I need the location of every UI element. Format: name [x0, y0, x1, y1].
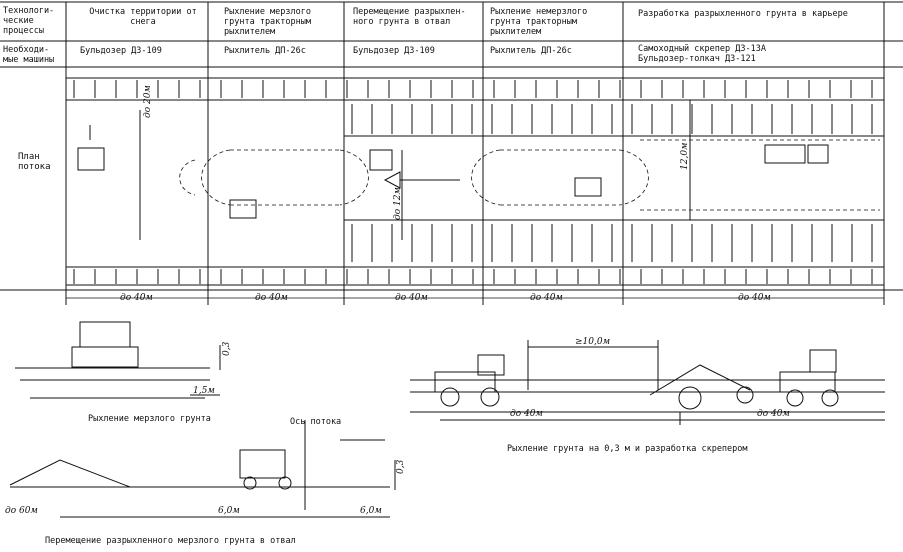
moving-dim-right: 6,0м — [360, 506, 382, 516]
plan-dim-12-0: 12,0м — [680, 142, 690, 170]
machine-2: Рыхлитель ДП-26с — [224, 46, 306, 56]
loosening-sketch — [15, 321, 221, 399]
row-label-plan: План потока — [18, 152, 51, 172]
process-5: Разработка разрыхленного грунта в карьер… — [638, 9, 848, 19]
plan-dim-12: до 12м — [393, 187, 403, 220]
process-1: Очистка территории от снега — [89, 7, 197, 27]
machine-5: Самоходный скрепер ДЗ-13А Бульдозер-толк… — [638, 44, 766, 64]
scraper-dim-left: до 40м — [510, 409, 543, 419]
bottom-dim-3: до 40м — [395, 293, 428, 303]
process-2: Рыхление мерзлого грунта тракторным рыхл… — [224, 7, 311, 37]
loosening-depth: 0,3 — [222, 341, 232, 356]
scraper-caption: Рыхление грунта на 0,3 м и разработка ск… — [507, 444, 748, 454]
bottom-dim-4: до 40м — [530, 293, 563, 303]
bottom-dim-1: до 40м — [120, 293, 153, 303]
plan-dim-20: до 20м — [143, 85, 153, 118]
process-3: Перемещение разрыхлен- ного грунта в отв… — [353, 7, 466, 27]
row-label-machines: Необходи- мые машины — [3, 45, 55, 65]
loosening-caption: Рыхление мерзлого грунта — [88, 414, 211, 424]
moving-dim-mid: 6,0м — [218, 506, 240, 516]
moving-caption: Перемещение разрыхленного мерзлого грунт… — [45, 536, 296, 546]
moving-sketch — [9, 420, 396, 518]
row-label-processes: Технологи- ческие процессы — [3, 6, 55, 36]
process-4: Рыхление немерзлого грунта тракторным ры… — [490, 7, 588, 37]
bottom-dim-2: до 40м — [255, 293, 288, 303]
bottom-dim-5: до 40м — [738, 293, 771, 303]
scraper-dim-top: ≥10,0м — [575, 337, 611, 347]
machine-3: Бульдозер ДЗ-109 — [353, 46, 435, 56]
loosening-width: 1,5м — [193, 386, 215, 396]
axis-label: Ось потока — [290, 417, 342, 427]
moving-dim-left: до 60м — [5, 506, 38, 516]
machine-4: Рыхлитель ДП-26с — [490, 46, 572, 56]
machine-1: Бульдозер ДЗ-109 — [80, 46, 162, 56]
moving-depth: 0,3 — [396, 459, 406, 474]
scraper-dim-right: до 40м — [757, 409, 790, 419]
scraper-sketch — [410, 340, 885, 425]
